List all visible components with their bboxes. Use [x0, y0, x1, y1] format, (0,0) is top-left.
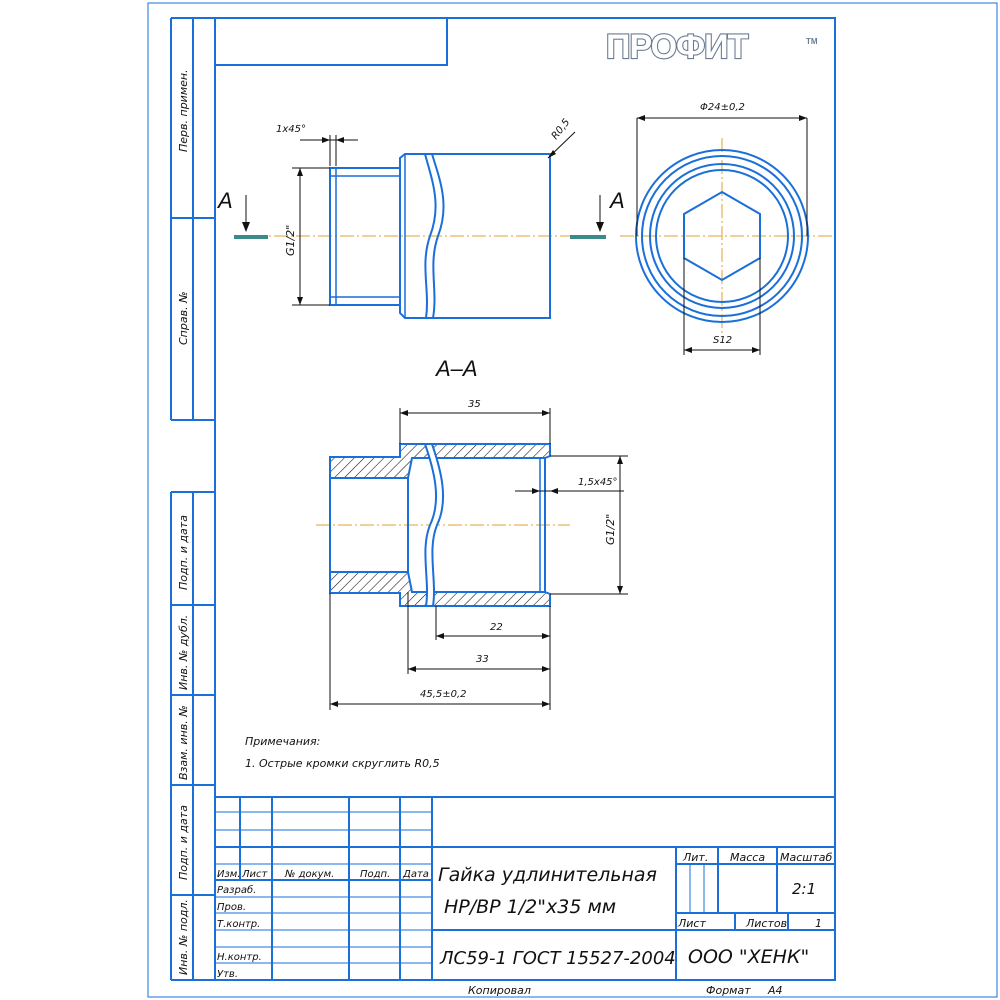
tb-masshtab: Масштаб	[780, 851, 832, 864]
end-view: Φ24±0,2 S12	[620, 102, 832, 355]
tb-col-data: Дата	[402, 869, 429, 880]
tb-row-tkontr: Т.контр.	[217, 919, 260, 930]
dim-chamfer-right: 1,5x45°	[578, 477, 618, 488]
notes-heading: Примечания:	[245, 735, 320, 748]
tb-row-razrab: Разраб.	[217, 884, 256, 896]
section-mark-left: A	[216, 188, 268, 239]
tb-kopiroval: Копировал	[468, 984, 531, 997]
tb-row-nkontr: Н.контр.	[217, 952, 262, 963]
tb-sheets: Листов	[745, 917, 787, 930]
dim-thread-left: G1/2"	[284, 225, 297, 256]
tb-row-prov: Пров.	[217, 902, 246, 913]
tb-company: ООО "ХЕНК"	[688, 946, 809, 968]
dim-len-33: 33	[476, 654, 489, 665]
dim-len-35: 35	[468, 399, 481, 410]
tb-format-value: A4	[767, 984, 783, 997]
brand-logo: ПРОФИТ TM	[605, 27, 818, 67]
dim-hex: S12	[713, 335, 732, 346]
section-view: 35 G1/2" 1,5x45° 22 33 45,5±0,2	[316, 399, 628, 710]
tb-col-doc: № докум.	[284, 869, 334, 880]
tb-name-line2: НР/ВР 1/2"х35 мм	[444, 896, 616, 918]
tb-col-podp: Подп.	[360, 869, 390, 880]
tb-name-line1: Гайка удлинительная	[438, 864, 657, 886]
dim-thread-right: G1/2"	[604, 514, 617, 545]
section-letter-left: A	[216, 188, 233, 213]
section-letter-right: A	[608, 188, 625, 213]
notes-item-1: 1. Острые кромки скруглить R0,5	[245, 757, 440, 770]
sheet-border	[147, 2, 998, 998]
label-inv-podl: Инв. № подл.	[177, 899, 190, 975]
label-vzam-inv: Взам. инв. №	[177, 705, 190, 780]
label-perv-primen: Перв. примен.	[177, 69, 190, 152]
label-podp-data-1: Подп. и дата	[177, 515, 190, 590]
dim-chamfer-top: 1x45°	[276, 124, 306, 135]
logo-tm: TM	[806, 37, 818, 46]
section-title: A–A	[434, 356, 478, 381]
dim-len-total: 45,5±0,2	[420, 689, 467, 700]
left-strip	[170, 17, 215, 981]
tb-row-utv: Утв.	[217, 969, 238, 980]
tb-scale-value: 2:1	[792, 880, 816, 898]
tb-col-izm: Изм.	[217, 869, 241, 880]
tb-format: Формат	[706, 984, 751, 997]
tb-col-list: Лист	[241, 869, 269, 880]
label-inv-dubl: Инв. № дубл.	[177, 615, 190, 690]
tb-material: ЛС59-1 ГОСТ 15527-2004	[439, 948, 676, 969]
logo-text: ПРОФИТ	[606, 28, 749, 66]
tb-lit: Лит.	[682, 851, 708, 864]
drawing-frame	[214, 17, 836, 981]
label-podp-data-2: Подп. и дата	[177, 805, 190, 880]
dim-len-22: 22	[490, 622, 503, 633]
tb-sheet: Лист	[677, 917, 706, 930]
top-left-box	[214, 17, 448, 66]
exterior-view: 1x45° R0,5 G1/2"	[252, 117, 580, 319]
dim-diameter: Φ24±0,2	[700, 102, 745, 113]
label-sprav-no: Справ. №	[177, 291, 190, 345]
tb-massa: Масса	[730, 851, 765, 864]
tb-sheets-count: 1	[815, 917, 822, 930]
title-block	[215, 796, 835, 980]
section-mark-right: A	[570, 188, 625, 239]
